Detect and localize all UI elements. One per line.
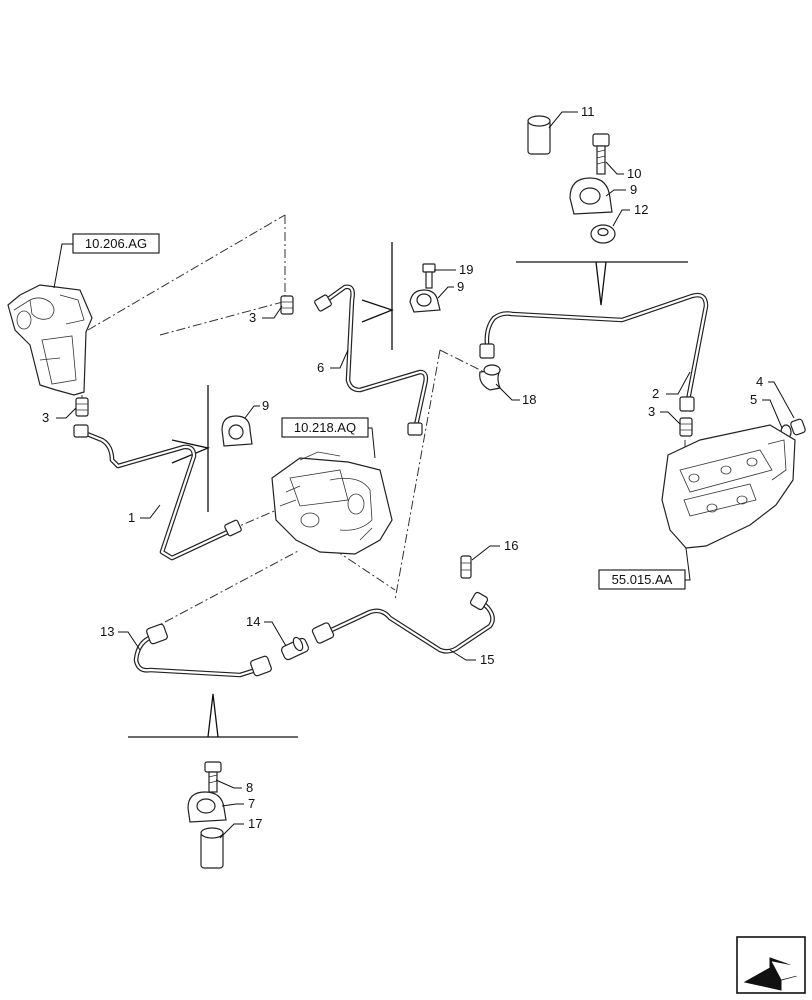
callout-5: 5 <box>750 392 757 407</box>
callout-13: 13 <box>100 624 114 639</box>
callout-19: 19 <box>459 262 473 277</box>
callout-17: 17 <box>248 816 262 831</box>
pipe-2 <box>479 292 709 412</box>
callout-12: 12 <box>634 202 648 217</box>
pipe-13 <box>133 623 272 678</box>
callout-18: 18 <box>522 392 536 407</box>
callout-9-mid: 9 <box>262 398 269 413</box>
callout-1: 1 <box>128 510 135 525</box>
clamp-9-top <box>409 289 441 313</box>
pipe-1 <box>73 424 242 561</box>
clamp-9-right <box>569 177 613 215</box>
fitting-3-b <box>75 397 89 417</box>
callout-3-b: 3 <box>42 410 49 425</box>
fitting-14 <box>280 636 310 661</box>
ref-box-10218[interactable]: 10.218.AQ <box>281 417 376 459</box>
fitting-18 <box>479 364 502 391</box>
clamp-7 <box>187 791 227 823</box>
spacer-11 <box>527 115 551 155</box>
assembly-10218 <box>271 451 393 555</box>
assembly-10206 <box>7 284 93 396</box>
alignment-lines <box>81 214 686 631</box>
ref-label-55015: 55.015.AA <box>612 572 673 587</box>
callout-7: 7 <box>248 796 255 811</box>
callout-16: 16 <box>504 538 518 553</box>
callout-3-c: 3 <box>648 404 655 419</box>
clamp-9-mid <box>221 415 253 447</box>
fitting-3-c <box>679 417 693 437</box>
nut-12 <box>590 224 616 244</box>
ref-label-10206: 10.206.AG <box>85 236 147 251</box>
pipe-15 <box>311 591 495 654</box>
pipe-6 <box>314 284 429 436</box>
callout-3-a: 3 <box>249 310 256 325</box>
fitting-16 <box>460 555 472 579</box>
callouts: 11 10 9 12 19 9 3 6 18 3 9 2 3 <box>42 104 795 839</box>
callout-10: 10 <box>627 166 641 181</box>
callout-9-top: 9 <box>457 279 464 294</box>
callout-14: 14 <box>246 614 260 629</box>
spacer-17 <box>200 827 224 869</box>
fitting-3-a <box>280 295 294 315</box>
bolt-19 <box>422 263 436 289</box>
callout-8: 8 <box>246 780 253 795</box>
back-arrow-icon[interactable] <box>736 936 806 994</box>
callout-6: 6 <box>317 360 324 375</box>
bolt-10 <box>592 133 610 175</box>
ref-label-10218: 10.218.AQ <box>294 420 356 435</box>
ref-box-55015[interactable]: 55.015.AA <box>598 547 691 590</box>
ref-box-10206[interactable]: 10.206.AG <box>53 233 160 289</box>
callout-15: 15 <box>480 652 494 667</box>
callout-9-right: 9 <box>630 182 637 197</box>
callout-11: 11 <box>581 104 595 119</box>
assembly-55015 <box>661 424 796 549</box>
callout-2: 2 <box>652 386 659 401</box>
divider-markers <box>128 242 688 738</box>
fitting-4 <box>790 418 806 436</box>
callout-4: 4 <box>756 374 763 389</box>
bolt-8 <box>204 761 222 793</box>
